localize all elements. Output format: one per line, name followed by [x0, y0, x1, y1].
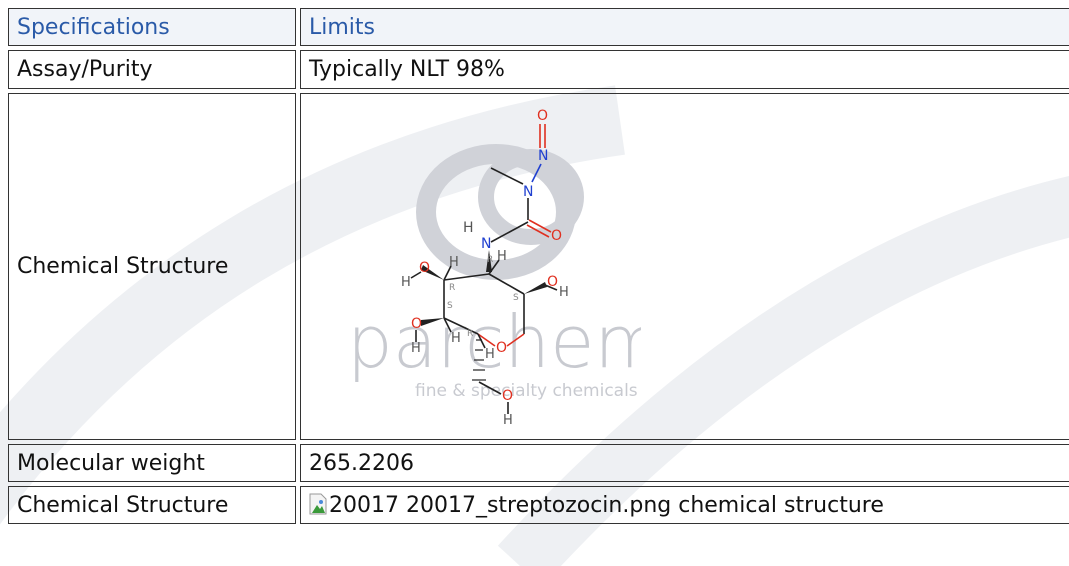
broken-image-icon — [309, 493, 327, 515]
atom-o-c1: O — [547, 274, 558, 290]
atom-h-o-c6: H — [503, 413, 513, 428]
table-row: Molecular weight 265.2206 — [8, 444, 1069, 482]
specifications-table: Specifications Limits Assay/Purity Typic… — [4, 4, 1069, 528]
watermark-tagline: fine & specialty chemicals — [415, 381, 638, 401]
stereo-r-c3: R — [449, 283, 455, 293]
stereo-s-c1: S — [513, 293, 519, 303]
table-row: Chemical Structure parchem fine & specia… — [8, 93, 1069, 440]
atom-h-c3: H — [449, 255, 459, 270]
stereo-s-c4: S — [447, 301, 453, 311]
table-row: Assay/Purity Typically NLT 98% — [8, 50, 1069, 89]
table-row: Chemical Structure 20017 20017_streptozo… — [8, 486, 1069, 524]
row-value-structure-image: 20017 20017_streptozocin.png chemical st… — [300, 486, 1069, 524]
atom-n-methyl: N — [523, 184, 533, 200]
row-value-assay: Typically NLT 98% — [300, 50, 1069, 89]
row-label-molecular-weight: Molecular weight — [8, 444, 296, 482]
row-value-molecular-weight: 265.2206 — [300, 444, 1069, 482]
atom-o-carbonyl: O — [551, 228, 562, 244]
atom-n-amide: N — [481, 236, 491, 252]
atom-h-c2: H — [497, 249, 507, 264]
header-limits: Limits — [300, 8, 1069, 46]
atom-n-nitroso: N — [538, 148, 548, 164]
atom-o-nitroso: O — [537, 108, 548, 124]
atom-h-o-c1: H — [559, 285, 569, 300]
atom-h-c5: H — [485, 347, 495, 362]
stereo-r-c2: R — [487, 255, 493, 265]
atom-h-amide: H — [463, 220, 474, 236]
atom-h-o-c4: H — [411, 341, 421, 356]
table-header-row: Specifications Limits — [8, 8, 1069, 46]
stereo-r-c5: R — [467, 329, 473, 339]
watermark-brand: parchem — [347, 300, 641, 384]
atom-o-c6: O — [502, 388, 513, 404]
atom-o-c4: O — [411, 316, 422, 332]
row-label-chemical-structure: Chemical Structure — [8, 93, 296, 440]
chemical-structure-cell: parchem fine & specialty chemicals — [300, 93, 1069, 440]
atom-o-ring: O — [496, 340, 507, 356]
atom-o-c3: O — [419, 260, 430, 276]
streptozocin-structure-diagram: parchem fine & specialty chemicals — [347, 108, 641, 428]
row-label-chemical-structure-2: Chemical Structure — [8, 486, 296, 524]
header-specifications: Specifications — [8, 8, 296, 46]
row-label-assay: Assay/Purity — [8, 50, 296, 89]
atom-h-o-c3: H — [401, 275, 411, 290]
image-alt-text: 20017 20017_streptozocin.png chemical st… — [329, 492, 884, 518]
atom-h-c4: H — [451, 331, 461, 346]
